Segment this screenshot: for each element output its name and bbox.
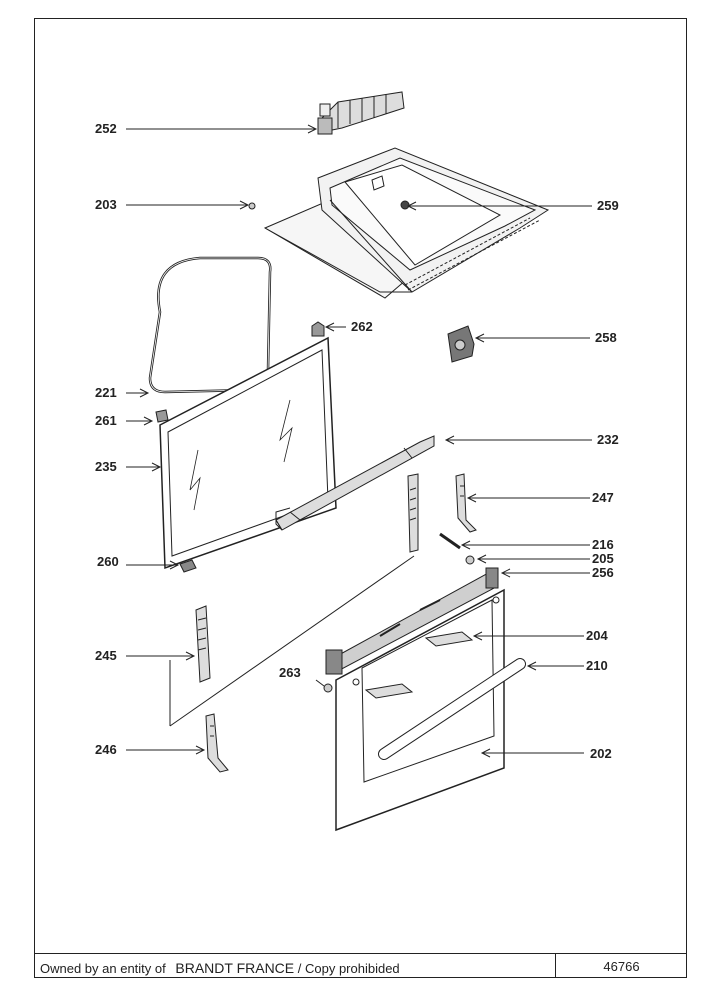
callout-235: 235 (95, 459, 117, 474)
part-hinge-arm (407, 473, 419, 553)
ownership-notice: Owned by an entity of BRANDT FRANCE / Co… (40, 960, 400, 976)
part-204-insert (424, 631, 474, 647)
callout-205: 205 (592, 551, 614, 566)
callout-247: 247 (592, 490, 614, 505)
leader-lines (126, 124, 592, 758)
part-259-cover-plate (263, 147, 550, 299)
part-263-bumper (323, 683, 333, 693)
callout-261: 261 (95, 413, 117, 428)
owner-name: BRANDT FRANCE (175, 960, 295, 976)
part-235-inner-glass (159, 336, 337, 570)
callout-221: 221 (95, 385, 117, 400)
part-204-insert-2 (364, 683, 414, 699)
callout-202: 202 (590, 746, 612, 761)
part-252-fan-motor (317, 91, 405, 135)
part-232-door-profile (275, 435, 435, 531)
callout-262: 262 (351, 319, 373, 334)
callout-245: 245 (95, 648, 117, 663)
callout-252: 252 (95, 121, 117, 136)
footer-divider (555, 954, 556, 978)
part-247-hinge-bracket (455, 473, 477, 533)
part-262-clip (311, 321, 325, 337)
owner-prefix: Owned by an entity of (40, 961, 166, 976)
part-245-hinge (195, 605, 211, 683)
callout-263: 263 (279, 665, 301, 680)
part-261-clip (155, 409, 169, 423)
callout-210: 210 (586, 658, 608, 673)
part-260-clip (179, 559, 197, 573)
part-246-hinge-bracket (205, 713, 229, 773)
callout-256: 256 (592, 565, 614, 580)
part-203-screw (248, 202, 256, 210)
part-258-switch (447, 325, 475, 363)
part-221-door-seal (148, 256, 272, 394)
drawing-reference: 46766 (603, 959, 640, 974)
drawing-frame (34, 18, 687, 978)
callout-258: 258 (595, 330, 617, 345)
callout-260: 260 (97, 554, 119, 569)
callout-246: 246 (95, 742, 117, 757)
callout-232: 232 (597, 432, 619, 447)
callout-204: 204 (586, 628, 608, 643)
part-256-door-top-bar (325, 567, 499, 675)
callout-216: 216 (592, 537, 614, 552)
title-block: Owned by an entity of BRANDT FRANCE / Co… (34, 953, 687, 978)
part-216-screw (439, 532, 461, 550)
part-202-outer-door (335, 588, 505, 832)
callout-203: 203 (95, 197, 117, 212)
callout-259: 259 (597, 198, 619, 213)
part-205-washer (465, 555, 475, 565)
owner-suffix: / Copy prohibided (297, 961, 400, 976)
